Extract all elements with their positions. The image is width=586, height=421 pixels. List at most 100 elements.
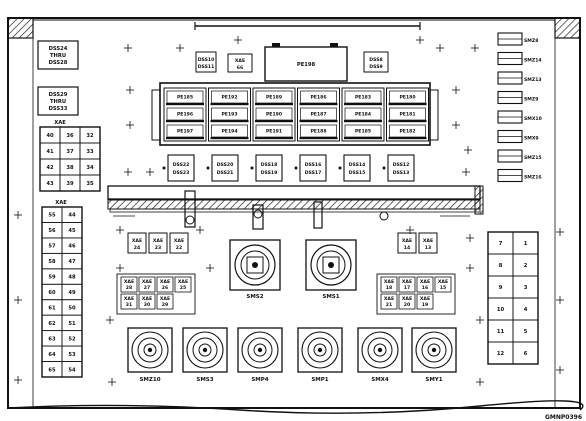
switch-core bbox=[322, 256, 340, 274]
switch-center bbox=[257, 347, 263, 353]
mounting-cross bbox=[451, 120, 461, 130]
xae66-label-line2: 66 bbox=[237, 65, 243, 71]
pe-module-base bbox=[210, 103, 249, 106]
pe-module-label: PE189 bbox=[266, 95, 282, 101]
mounting-cross bbox=[465, 233, 475, 243]
xae-small-label: XAE bbox=[402, 238, 412, 244]
xae-cell-label: 35 bbox=[86, 181, 94, 187]
pe-module-base bbox=[166, 120, 204, 123]
xae-mid-prefix: XAE bbox=[124, 296, 134, 302]
pe-module-base bbox=[210, 137, 249, 140]
xae-mid-number: 15 bbox=[440, 285, 446, 291]
switch-center bbox=[377, 347, 383, 353]
xae-mid-prefix: XAE bbox=[160, 279, 170, 285]
xae-cell-label: 39 bbox=[66, 181, 74, 187]
xae-cell-label: 10 bbox=[497, 307, 505, 313]
dss-label-top: DSS18 bbox=[261, 162, 278, 168]
xae-mid-number: 25 bbox=[180, 285, 186, 291]
xae-mid-cell bbox=[416, 293, 434, 310]
pe-module-label: PE181 bbox=[399, 112, 415, 118]
xae-cell-label: 58 bbox=[48, 259, 56, 265]
xae-cell-label: 34 bbox=[86, 165, 94, 171]
xae-cell-label: 36 bbox=[66, 133, 74, 139]
mounting-cross bbox=[555, 227, 565, 237]
switch-outer-ring bbox=[415, 331, 453, 369]
xae-mid-prefix: XAE bbox=[142, 296, 152, 302]
xae-cell-label: 52 bbox=[68, 336, 76, 342]
pe-module-base bbox=[299, 103, 338, 106]
xae-cell-label: 63 bbox=[48, 336, 56, 342]
dss-label-bottom: DSS23 bbox=[173, 170, 190, 176]
switch-inner-ring bbox=[253, 343, 267, 357]
pe-module-base bbox=[299, 137, 338, 140]
xae-mid-prefix: XAE bbox=[160, 296, 170, 302]
pe-module-label: PE188 bbox=[310, 129, 326, 135]
xae-small-cell bbox=[127, 232, 147, 254]
switch-mid-ring bbox=[421, 337, 447, 363]
xae-mid-prefix: XAE bbox=[438, 279, 448, 285]
sm-switch-label: SMZ9 bbox=[524, 97, 538, 103]
xae-mid-number: 17 bbox=[404, 285, 410, 291]
switch-housing bbox=[237, 327, 283, 373]
switch-inner-ring bbox=[373, 343, 387, 357]
switch-housing bbox=[297, 327, 343, 373]
mounting-cross bbox=[555, 365, 565, 375]
xae-cell-label: 7 bbox=[499, 241, 503, 247]
xae-mid-cell bbox=[120, 293, 138, 310]
mounting-cross bbox=[435, 43, 445, 53]
mounting-cross bbox=[13, 295, 23, 305]
xae-small-label: XAE bbox=[174, 238, 184, 244]
mount-dot bbox=[294, 166, 298, 170]
mounting-cross bbox=[233, 35, 243, 45]
pe-module-label: PE197 bbox=[177, 129, 193, 135]
xae-cell-label: 2 bbox=[524, 263, 528, 269]
sm-switch-label: SMZ15 bbox=[524, 155, 542, 161]
dss-label-bottom: DSS17 bbox=[305, 170, 322, 176]
xae-small-number: 23 bbox=[155, 245, 161, 251]
dss-label-bottom: DSS15 bbox=[349, 170, 366, 176]
small-switch-label: SMY1 bbox=[425, 377, 442, 383]
mounting-cross bbox=[115, 263, 125, 273]
xae-cell-label: 50 bbox=[68, 305, 76, 311]
xae-cell bbox=[61, 361, 83, 378]
xae-cell-label: 53 bbox=[68, 352, 76, 358]
switch-outer-ring bbox=[310, 244, 352, 286]
xae-small-label: XAE bbox=[132, 238, 142, 244]
xae-cell-label: 45 bbox=[68, 228, 76, 234]
dss10-label: DSS10 bbox=[198, 57, 215, 63]
panel-frame bbox=[7, 17, 584, 414]
xae-cell-label: 64 bbox=[48, 352, 56, 358]
xae-cell-label: 38 bbox=[66, 165, 74, 171]
dss-label-top: DSS16 bbox=[305, 162, 322, 168]
dss-label-top: DSS14 bbox=[349, 162, 366, 168]
switch-inner-ring bbox=[198, 343, 212, 357]
dss-bottom-line2: THRU bbox=[50, 99, 66, 105]
dss-panel-bottom: DSS29 THRU DSS33 bbox=[37, 86, 79, 116]
xae-mid-cell bbox=[120, 276, 138, 293]
xae-mid-prefix: XAE bbox=[384, 296, 394, 302]
mounting-cross bbox=[475, 315, 485, 325]
xae-small-number: 14 bbox=[404, 245, 410, 251]
pe-module-label: PE184 bbox=[355, 112, 371, 118]
mount-dot bbox=[250, 166, 254, 170]
xae-mid-number: 19 bbox=[422, 302, 428, 308]
xae-mid-number: 27 bbox=[144, 285, 150, 291]
xae-small-cell bbox=[397, 232, 417, 254]
mount-dot bbox=[382, 166, 386, 170]
mounting-cross bbox=[13, 375, 23, 385]
xae-cell-label: 9 bbox=[499, 285, 503, 291]
mounting-cross bbox=[175, 43, 185, 53]
pe-module-base bbox=[210, 120, 249, 123]
dss-module bbox=[299, 154, 327, 182]
sm-switch-label: SMX9 bbox=[524, 136, 539, 142]
xae-small-number: 22 bbox=[176, 245, 182, 251]
xae-mid-cell bbox=[156, 293, 174, 310]
mounting-cross bbox=[461, 167, 471, 177]
xae-mid-cell bbox=[156, 276, 174, 293]
xae-cell-label: 65 bbox=[48, 367, 56, 373]
switch-mid-ring bbox=[240, 250, 270, 280]
switch-mid-ring bbox=[247, 337, 273, 363]
